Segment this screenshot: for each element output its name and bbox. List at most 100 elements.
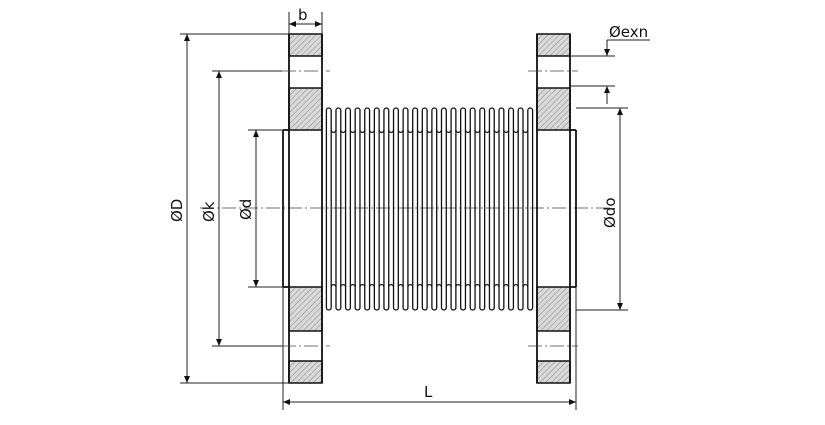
- bellows-crest-top: [364, 107, 371, 130]
- bellows-crest-top: [354, 107, 361, 130]
- bellows-wall: [469, 130, 476, 287]
- left-flange-bottom-hatch-2: [288, 360, 323, 384]
- bellows-wall: [460, 130, 467, 287]
- bellows-root-bottom: [445, 283, 452, 288]
- bellows-crest-bottom: [344, 287, 352, 311]
- right-flange-top-hatch: [536, 33, 571, 57]
- bellows-root-top: [407, 129, 414, 134]
- bellows-root-bottom: [378, 284, 385, 288]
- dim-D: ØD: [168, 33, 289, 384]
- left-flange-bottom-hatch: [288, 286, 323, 332]
- bellows-crest-bottom: [527, 287, 534, 311]
- bellows-root-top: [340, 129, 347, 134]
- dim-d: Ød: [237, 129, 283, 288]
- label-do: Ødo: [601, 197, 619, 228]
- bellows-root-top: [474, 129, 481, 133]
- bellows-root-top: [416, 129, 423, 134]
- bellows-crest-top: [440, 107, 447, 130]
- bellows-crest-bottom: [421, 287, 428, 311]
- bellows-root-bottom: [455, 284, 462, 288]
- bellows-crest-top: [412, 107, 419, 130]
- bellows-crest-top: [421, 107, 428, 130]
- label-b: b: [298, 6, 308, 24]
- bellows-crest-top: [335, 107, 342, 130]
- bellows-crest-top: [498, 107, 505, 130]
- bellows-crest-top: [488, 107, 495, 130]
- bellows-crest-bottom: [383, 287, 390, 311]
- bellows-wall: [421, 130, 428, 287]
- bellows-root-top: [388, 129, 395, 133]
- bellows-root-bottom: [397, 284, 404, 288]
- bellows-corrugations: [325, 107, 534, 311]
- bellows-wall: [364, 130, 371, 287]
- dim-k: Øk: [200, 70, 282, 347]
- bellows-root-bottom: [359, 284, 366, 288]
- bellows-wall: [383, 130, 390, 287]
- dim-b: b: [288, 6, 323, 34]
- left-flange: [282, 33, 330, 384]
- bellows-wall: [412, 130, 419, 287]
- bellows-root-top: [483, 129, 491, 133]
- bellows-root-bottom: [330, 283, 337, 288]
- bellows-crest-top: [527, 107, 534, 130]
- bellows-crest-top: [383, 107, 390, 130]
- bellows-wall: [440, 130, 447, 287]
- bellows-wall: [527, 130, 534, 287]
- bellows-root-bottom: [474, 284, 481, 288]
- bellows-crest-bottom: [450, 287, 457, 311]
- bellows-wall: [373, 130, 380, 287]
- label-k: Øk: [200, 201, 218, 222]
- bellows-crest-top: [344, 107, 352, 130]
- bellows-crest-top: [479, 107, 486, 130]
- bellows-crest-top: [325, 107, 332, 130]
- bellows-root-bottom: [512, 283, 519, 288]
- bellows-root-top: [455, 129, 462, 133]
- bellows-root-top: [426, 129, 433, 134]
- bellows-crest-bottom: [460, 287, 467, 311]
- bellows-wall: [507, 130, 515, 287]
- bellows-wall: [392, 130, 399, 287]
- bellows-crest-bottom: [431, 287, 438, 311]
- bellows-root-top: [368, 129, 376, 133]
- bellows-root-top: [512, 129, 519, 134]
- label-D: ØD: [168, 199, 186, 222]
- label-L: L: [424, 383, 433, 401]
- right-flange-bottom-hatch: [536, 286, 571, 332]
- bellows-root-bottom: [368, 284, 376, 288]
- bellows-root-bottom: [426, 283, 433, 288]
- bellows-wall: [431, 130, 438, 287]
- bellows-root-top: [493, 129, 500, 133]
- bellows-crest-top: [450, 107, 457, 130]
- bellows-crest-bottom: [373, 287, 380, 311]
- label-d: Ød: [237, 199, 255, 220]
- bellows-crest-top: [431, 107, 438, 130]
- bellows-root-top: [378, 129, 385, 133]
- bellows-wall: [354, 130, 361, 287]
- dim-exn: Øexn: [570, 23, 650, 104]
- bellows-root-bottom: [407, 283, 414, 288]
- bellows-wall: [488, 130, 495, 287]
- right-flange-bottom-hatch-2: [536, 360, 571, 384]
- bellows-crest-bottom: [440, 287, 447, 311]
- bellows-root-bottom: [503, 284, 510, 288]
- bellows-crest-top: [460, 107, 467, 130]
- left-flange-top-hatch: [288, 33, 323, 57]
- bellows-crest-bottom: [364, 287, 371, 311]
- bellows-wall: [450, 130, 457, 287]
- bellows-crest-top: [402, 107, 409, 130]
- bellows-root-top: [330, 129, 337, 134]
- bellows-wall: [402, 130, 409, 287]
- bellows-root-bottom: [493, 284, 500, 288]
- right-flange-top-hatch-2: [536, 87, 571, 131]
- bellows-crest-bottom: [479, 287, 486, 311]
- bellows-root-top: [349, 129, 356, 133]
- bellows-crest-top: [469, 107, 476, 130]
- bellows-root-top: [464, 129, 471, 133]
- bellows-root-top: [397, 129, 404, 133]
- bellows-wall: [325, 130, 332, 287]
- bellows-crest-top: [507, 107, 515, 130]
- bellows-crest-bottom: [507, 287, 515, 311]
- bellows-crest-bottom: [354, 287, 361, 311]
- bellows-wall: [344, 130, 352, 287]
- bellows-root-bottom: [416, 283, 423, 288]
